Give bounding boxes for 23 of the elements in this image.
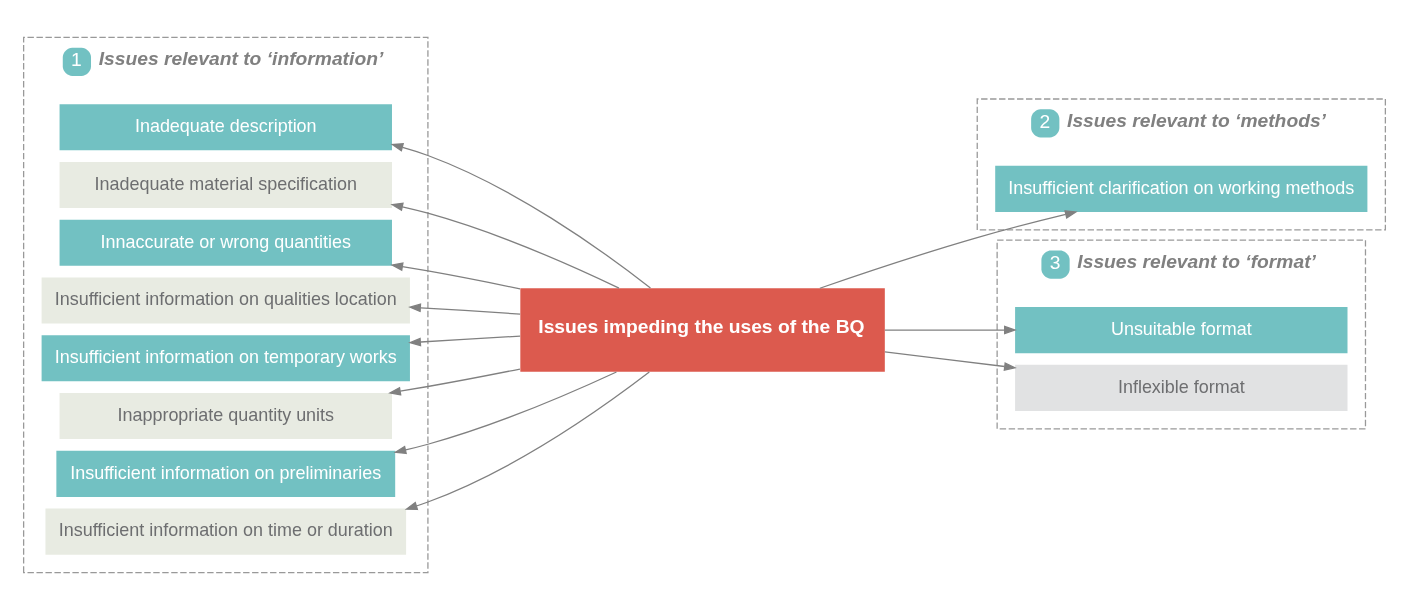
arrow xyxy=(884,325,1017,335)
node-box: Insufficient information on preliminaries xyxy=(56,450,396,497)
node-box: Unsuitable format xyxy=(1015,306,1348,354)
node-box: Insufficient information on qualities location xyxy=(41,277,410,324)
arrow xyxy=(408,303,521,315)
arrow xyxy=(408,335,521,347)
arrow xyxy=(404,371,650,511)
arrow xyxy=(390,143,652,289)
node-box: Insufficient clarification on working methods xyxy=(995,165,1368,212)
arrow xyxy=(388,368,521,396)
node-box: Innaccurate or wrong quantities xyxy=(59,219,392,266)
node-box: Insufficient information on time or duration xyxy=(45,508,407,555)
node-box: Issues impeding the uses of the BQ xyxy=(520,288,885,372)
node-box: Inappropriate quantity units xyxy=(59,392,392,440)
arrow xyxy=(884,351,1017,371)
arrow xyxy=(393,371,618,455)
arrow xyxy=(819,210,1078,289)
node-box: Insufficient information on temporary works xyxy=(41,335,410,382)
arrow xyxy=(390,262,521,290)
node-box: Inadequate material specification xyxy=(59,161,392,209)
node-box: Inflexible format xyxy=(1015,364,1348,411)
node-box: Inadequate description xyxy=(59,104,392,151)
arrow xyxy=(390,202,620,289)
